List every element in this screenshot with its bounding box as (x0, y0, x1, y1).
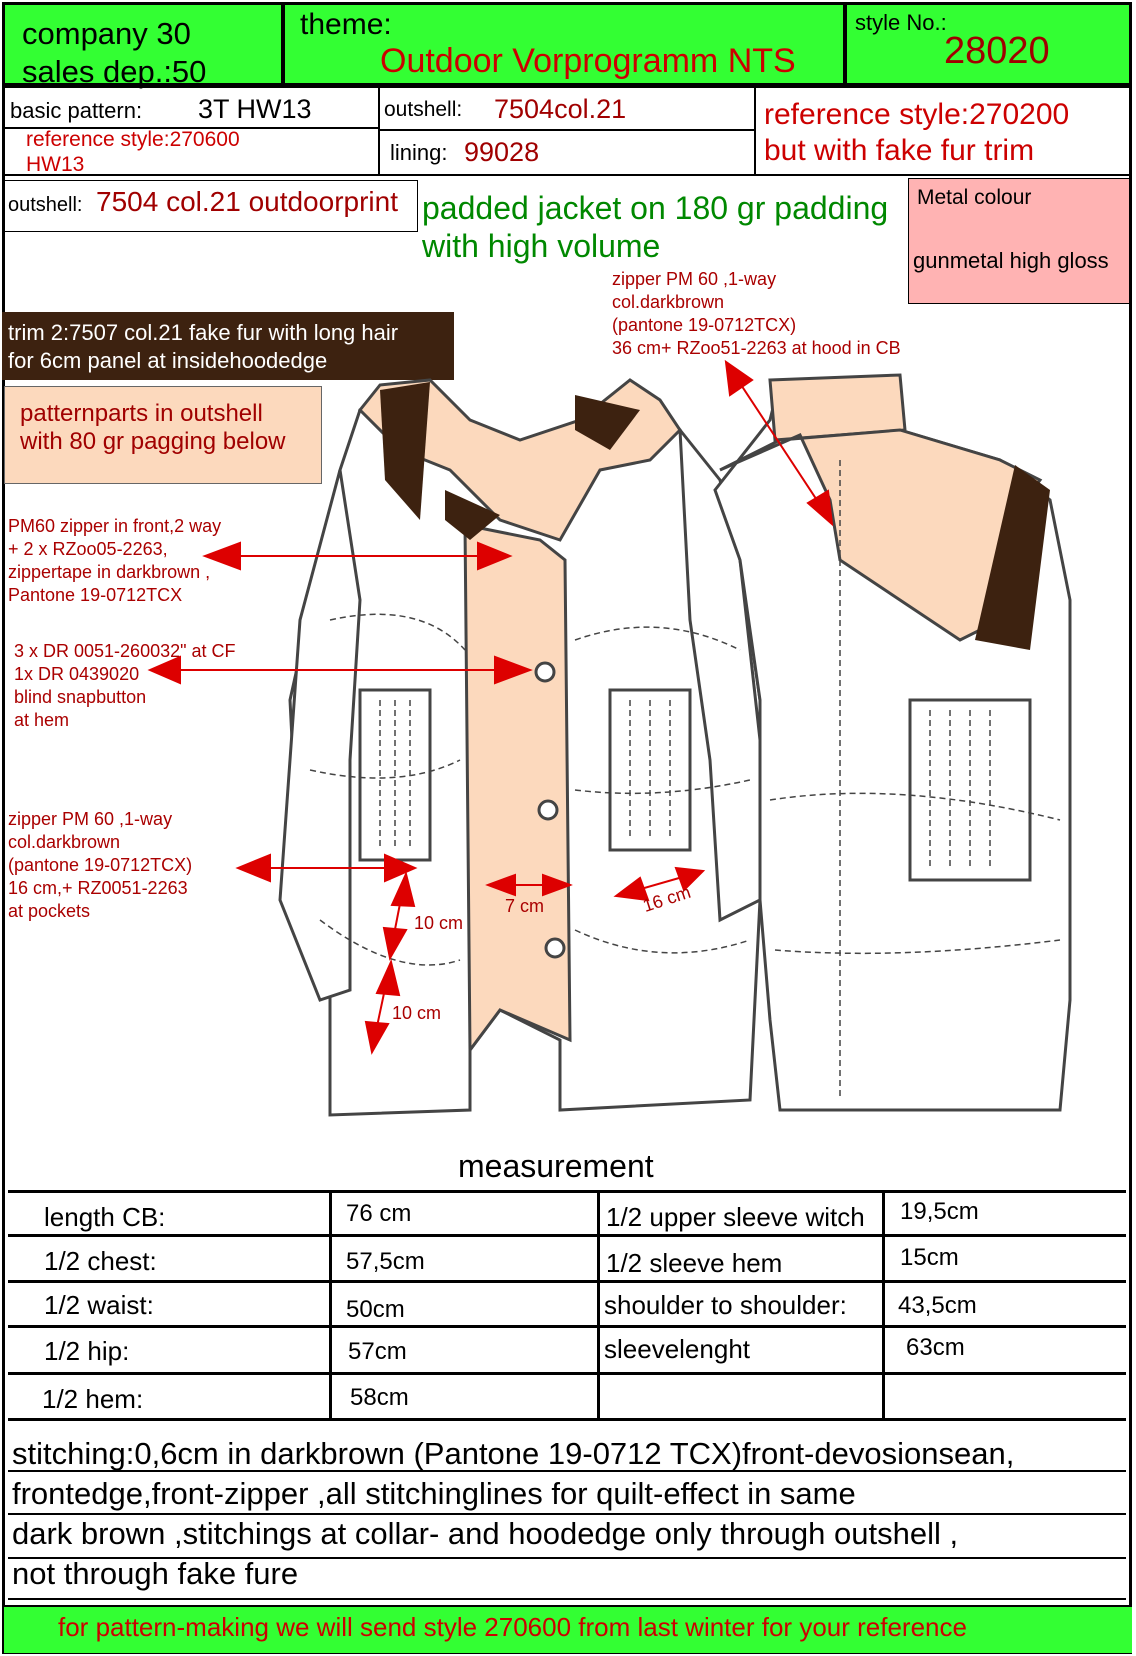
table-cell: 19,5cm (900, 1198, 979, 1225)
reference-right-cell (754, 86, 1132, 176)
theme-cell (282, 2, 846, 86)
table-cell: 43,5cm (898, 1292, 977, 1319)
table-cell: 57cm (348, 1338, 407, 1365)
pattern-line-1: patternparts in outshell (20, 400, 263, 427)
pocket-zipper-note: zipper PM 60 ,1-way col.darkbrown (panto… (8, 809, 193, 921)
table-cell: 57,5cm (346, 1248, 425, 1275)
snap-button-note: 3 x DR 0051-260032" at CF 1x DR 0439020 … (14, 641, 236, 730)
company-name: company 30 (22, 16, 191, 51)
hood-zipper-note: zipper PM 60 ,1-way col.darkbrown (panto… (612, 269, 901, 358)
outshell-print-label: outshell: (8, 194, 83, 216)
table-cell: sleevelenght (604, 1334, 750, 1364)
description-line-1: padded jacket on 180 gr padding (422, 190, 889, 226)
stitching-line: dark brown ,stitchings at collar- and ho… (12, 1516, 959, 1551)
outshell-value: 7504col.21 (494, 94, 627, 124)
front-fur-trim-collar (445, 490, 500, 540)
table-row: 1/2 chest: (44, 1246, 157, 1276)
back-view (713, 373, 1072, 1112)
company-cell (2, 2, 284, 86)
theme-label: theme: (300, 8, 392, 41)
back-fur-trim (975, 465, 1050, 650)
style-number: 28020 (944, 30, 1050, 72)
style-cell (844, 2, 1132, 86)
front-view (278, 378, 762, 1117)
annotation-arrows (147, 359, 834, 1055)
table-row: 1/2 hem: (42, 1384, 144, 1414)
table-cell: 50cm (346, 1296, 405, 1323)
sales-dep: sales dep.:50 (22, 54, 207, 89)
table-cell: 1/2 sleeve hem (606, 1248, 783, 1278)
metal-colour-box (908, 178, 1130, 304)
footer-bar (4, 1605, 1132, 1653)
description-line-2: with high volume (422, 228, 661, 264)
outshell-print-box (4, 180, 418, 232)
measurement-title: measurement (458, 1148, 654, 1184)
outshell-print-value: 7504 col.21 outdoorprint (96, 186, 398, 217)
metal-colour-value: gunmetal high gloss (913, 248, 1109, 273)
table-cell: 15cm (900, 1244, 959, 1271)
trim-note (2, 312, 454, 380)
jacket-technical-drawing (147, 359, 1072, 1117)
table-cell: 63cm (906, 1334, 965, 1361)
footer-text: for pattern-making we will send style 27… (58, 1612, 967, 1642)
trim-line-1: trim 2:7507 col.21 fake fur with long ha… (8, 320, 399, 345)
basic-pattern-label: basic pattern: (10, 98, 143, 123)
lining-label: lining: (390, 140, 448, 165)
trim-line-2: for 6cm panel at insidehoodedge (8, 348, 328, 373)
stitching-line: stitching:0,6cm in darkbrown (Pantone 19… (12, 1436, 1015, 1471)
front-zipper-note: PM60 zipper in front,2 way + 2 x RZoo05-… (8, 516, 222, 605)
theme-value: Outdoor Vorprogramm NTS (380, 42, 796, 80)
table-cell: 76 cm (346, 1200, 412, 1227)
outshell-label: outshell: (384, 98, 463, 121)
dimension-10cm-lower: 10 cm (392, 1003, 442, 1023)
snap-buttons (534, 661, 566, 959)
reference-right-1: reference style:270200 (764, 98, 1070, 131)
table-row: length CB: (44, 1202, 166, 1232)
table-cell: 1/2 upper sleeve witch (606, 1202, 865, 1232)
pattern-note (4, 386, 322, 484)
front-fur-trim-right (575, 395, 640, 450)
metal-colour-label: Metal colour (917, 186, 1032, 209)
dimension-10cm-upper: 10 cm (414, 913, 464, 933)
dimension-7cm: 7 cm (505, 896, 545, 916)
front-fur-trim-left (380, 382, 430, 520)
stitching-line: not through fake fure (12, 1556, 299, 1591)
stitching-line: frontedge,front-zipper ,all stitchinglin… (12, 1476, 856, 1511)
reference-left-2: HW13 (26, 155, 85, 175)
style-label: style No.: (855, 10, 947, 35)
pattern-line-2: with 80 gr pagging below (20, 428, 286, 455)
table-row: 1/2 waist: (44, 1290, 154, 1320)
table-cell: 58cm (350, 1384, 409, 1411)
basic-pattern-value: 3T HW13 (198, 94, 312, 124)
reference-left-1: reference style:270600 (26, 128, 240, 151)
table-row: 1/2 hip: (44, 1336, 130, 1366)
reference-right-2: but with fake fur trim (764, 134, 1035, 167)
lining-value: 99028 (464, 137, 540, 167)
table-cell: shoulder to shoulder: (604, 1290, 847, 1320)
